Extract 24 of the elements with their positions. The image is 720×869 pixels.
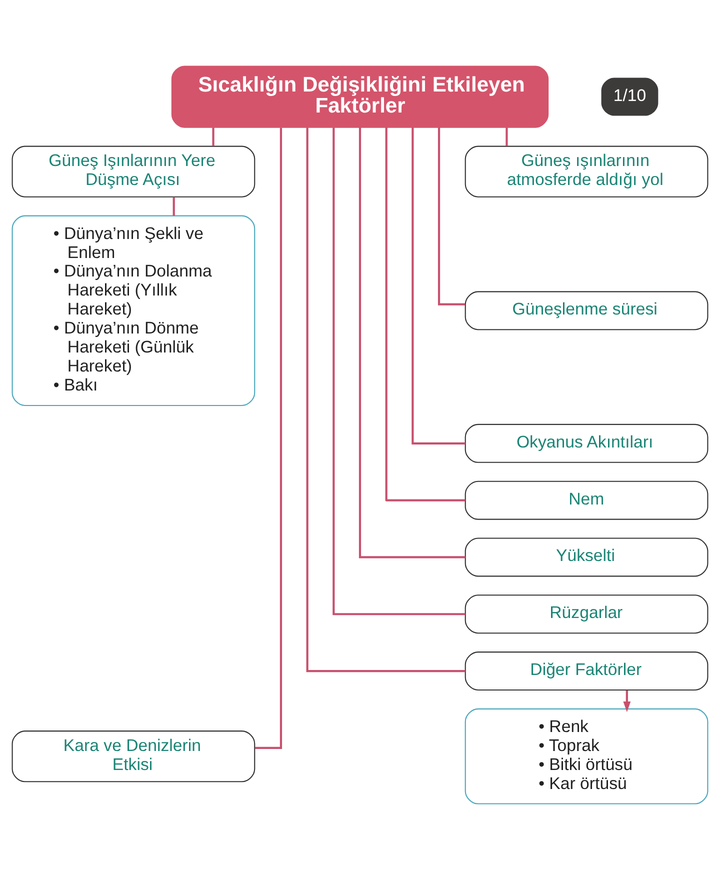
node-box: Yükselti — [464, 537, 708, 576]
node-box: Diğer Faktörler — [464, 651, 708, 690]
connector — [332, 127, 466, 615]
node-box: • Renk • Toprak • Bitki örtüsü • Kar örtüsü — [464, 708, 708, 804]
connector — [385, 126, 466, 501]
node-box: Güneş Işınlarının Yere Düşme Açısı — [12, 145, 256, 197]
connector — [254, 127, 282, 748]
node-box: Okyanus Akıntıları — [464, 423, 708, 462]
connector — [212, 127, 214, 146]
connector — [172, 196, 175, 216]
connector — [412, 127, 466, 444]
node-box: Güneş ışınlarının atmosferde aldığı yol — [464, 145, 708, 197]
node-box: • Dünya’nın Şekli ve Enlem • Dünya’nın Dolanma Hareketi (Yıllık Hareket) • Dünya’nın Dönme Hareketi (Günlük Hareket) • Bakı — [12, 214, 256, 406]
connector — [358, 126, 466, 558]
connector — [438, 126, 466, 305]
connector — [506, 127, 508, 146]
label: 1/10 — [613, 85, 646, 104]
arrow — [623, 690, 631, 712]
node-box: Sıcaklığın Değişikliğini Etkileyen Faktörler — [171, 65, 549, 128]
node-box: Güneşlenme süresi — [464, 290, 708, 330]
node-box: Nem — [464, 480, 708, 520]
node-box: Kara ve Denizlerin Etkisi — [12, 730, 256, 782]
node-box: Rüzgarlar — [464, 594, 708, 634]
connector — [306, 127, 466, 672]
